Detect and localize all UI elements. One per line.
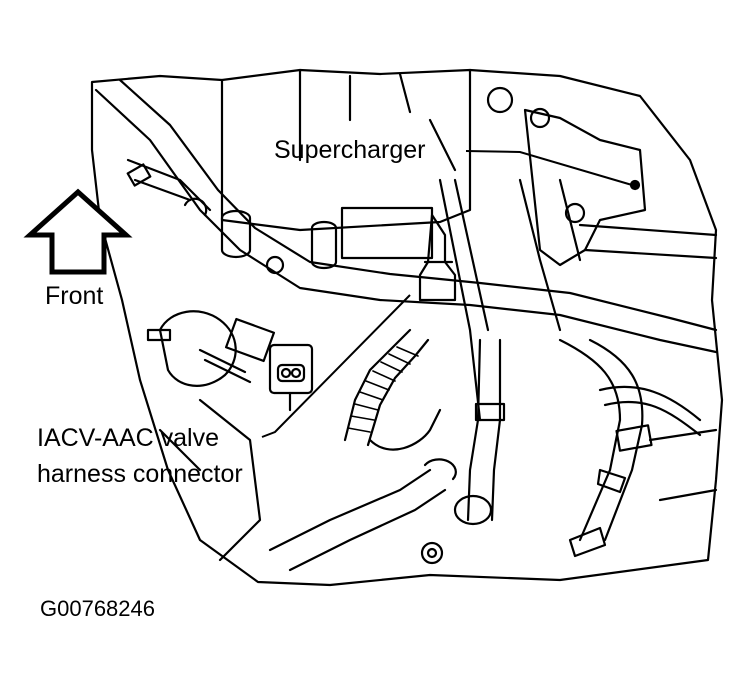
supercharger-housing <box>220 68 472 232</box>
iacv-label-line2: harness connector <box>37 460 243 488</box>
front-label: Front <box>45 282 103 310</box>
iacv-label-line1: IACV-AAC valve <box>37 424 219 452</box>
cap-fitting <box>220 209 252 259</box>
front-arrow-icon <box>23 188 133 275</box>
pipe-fitting <box>310 220 338 270</box>
right-hose <box>466 338 502 522</box>
hose-clamp <box>615 424 653 452</box>
mount-bolt <box>265 255 285 275</box>
engine-line-art <box>90 68 724 587</box>
figure-id: G00768246 <box>40 596 155 621</box>
lower-bolt <box>420 541 444 565</box>
hose-clamp <box>224 317 276 363</box>
lower-hose <box>268 468 447 572</box>
harness-loom <box>343 328 430 447</box>
iacv-leader <box>261 294 411 438</box>
bracket-bolt <box>629 179 641 191</box>
loom-ribs <box>347 346 419 433</box>
left-pipe-inner <box>118 78 718 332</box>
housing-bolt-hole <box>486 86 514 114</box>
harness-connector <box>268 343 314 395</box>
right-bracket <box>523 108 647 267</box>
left-hose <box>158 310 237 387</box>
bracket-bolt <box>529 107 551 129</box>
leader-lines <box>261 150 633 438</box>
left-pipe <box>94 88 718 354</box>
drawing-outline <box>90 68 724 587</box>
valve-body <box>340 206 434 260</box>
hose-clamp <box>126 163 152 187</box>
bracket-bolt <box>564 202 586 224</box>
supercharger-leader <box>465 150 633 186</box>
supercharger-label: Supercharger <box>274 136 425 164</box>
